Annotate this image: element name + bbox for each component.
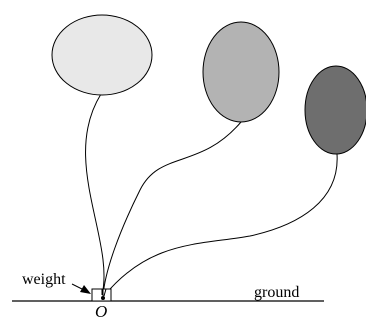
ground-label: ground [254, 284, 299, 301]
origin-label: O [95, 302, 107, 320]
string-light-balloon [85, 93, 105, 296]
light-balloon [51, 14, 153, 96]
dark-balloon [304, 65, 366, 155]
string-ends [101, 288, 107, 297]
origin-point [101, 296, 105, 300]
weight-arrow-head [80, 285, 91, 294]
string-medium-balloon [102, 121, 242, 297]
string-dark-balloon [103, 153, 338, 297]
weight-label: weight [22, 271, 66, 288]
medium-balloon [202, 21, 280, 123]
